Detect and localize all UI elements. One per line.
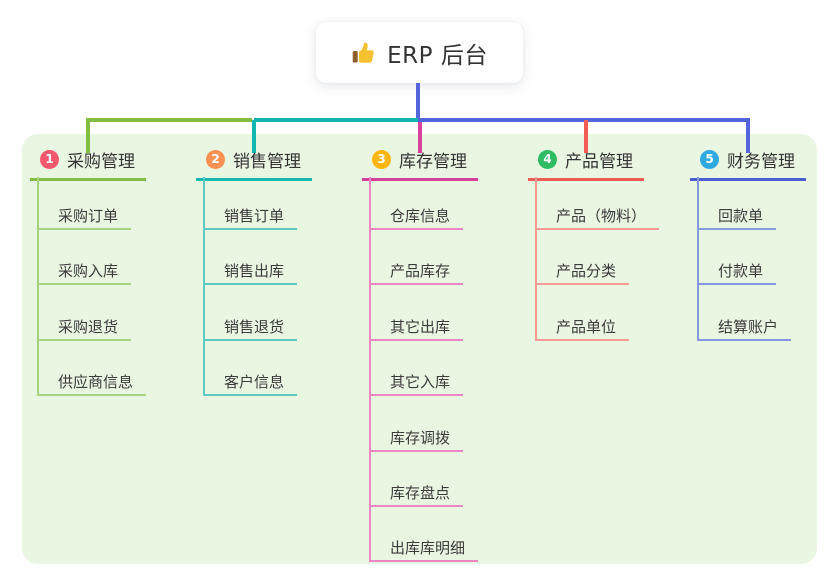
- node-item[interactable]: 库存盘点: [369, 480, 464, 507]
- branch-header-3[interactable]: 3 库存管理: [362, 146, 478, 181]
- connector-drop-5: [746, 120, 750, 153]
- node-item[interactable]: 销售出库: [203, 258, 298, 285]
- node-item[interactable]: 供应商信息: [37, 369, 147, 396]
- connector-drop-4: [584, 120, 588, 153]
- node-item[interactable]: 采购订单: [37, 203, 132, 230]
- node-item[interactable]: 库存调拨: [369, 425, 464, 452]
- root-node-label: ERP 后台: [387, 42, 488, 69]
- node-item[interactable]: 产品单位: [535, 314, 630, 341]
- branch-vline-3: [369, 177, 371, 562]
- branch-vline-2: [203, 177, 205, 396]
- branch-label: 采购管理: [67, 151, 135, 172]
- node-item[interactable]: 销售退货: [203, 314, 298, 341]
- branch-vline-5: [697, 177, 699, 341]
- branch-label: 库存管理: [399, 151, 467, 172]
- node-item[interactable]: 出库库明细: [369, 535, 479, 562]
- connector-drop-3: [418, 122, 422, 153]
- branch-header-1[interactable]: 1 采购管理: [30, 146, 146, 181]
- root-connector-stem: [416, 83, 420, 119]
- node-item[interactable]: 结算账户: [697, 314, 792, 341]
- connector-drop-2: [252, 120, 256, 153]
- branch-number-badge: 4: [538, 149, 557, 169]
- branch-vline-1: [37, 177, 39, 396]
- branch-vline-4: [535, 177, 537, 341]
- branch-label: 销售管理: [233, 151, 301, 172]
- branch-number-badge: 5: [700, 149, 719, 169]
- branch-header-4[interactable]: 4 产品管理: [528, 146, 644, 181]
- node-item[interactable]: 产品分类: [535, 258, 630, 285]
- node-item[interactable]: 销售订单: [203, 203, 298, 230]
- connector-hbar-left: [86, 118, 252, 122]
- node-item[interactable]: 其它入库: [369, 369, 464, 396]
- node-item[interactable]: 仓库信息: [369, 203, 464, 230]
- node-item[interactable]: 采购入库: [37, 258, 132, 285]
- thumbs-up-icon: [351, 40, 377, 66]
- branch-label: 产品管理: [565, 151, 633, 172]
- branch-number-badge: 1: [40, 149, 59, 169]
- node-item[interactable]: 其它出库: [369, 314, 464, 341]
- branches-panel: [22, 134, 817, 564]
- root-node[interactable]: ERP 后台: [316, 22, 523, 83]
- node-item[interactable]: 产品（物料）: [535, 203, 660, 230]
- node-item[interactable]: 采购退货: [37, 314, 132, 341]
- node-item[interactable]: 客户信息: [203, 369, 298, 396]
- node-item[interactable]: 付款单: [697, 258, 777, 285]
- branch-header-2[interactable]: 2 销售管理: [196, 146, 312, 181]
- node-item[interactable]: 产品库存: [369, 258, 464, 285]
- branch-number-badge: 2: [206, 149, 225, 169]
- node-item[interactable]: 回款单: [697, 203, 777, 230]
- connector-hbar-mid: [254, 118, 418, 122]
- connector-drop-1: [86, 120, 90, 153]
- branch-number-badge: 3: [372, 149, 391, 169]
- branch-label: 财务管理: [727, 151, 795, 172]
- branch-header-5[interactable]: 5 财务管理: [690, 146, 806, 181]
